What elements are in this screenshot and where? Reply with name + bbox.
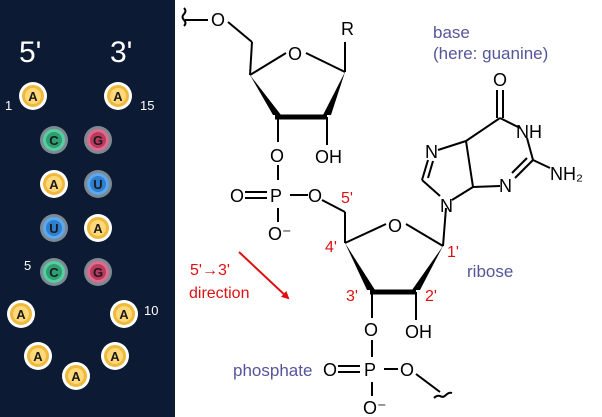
position-number-5: 5 (24, 258, 32, 273)
atom-o-double-upper: O (230, 186, 244, 206)
ribose-annotation: ribose (467, 262, 513, 281)
bond-c2-n3-b (511, 157, 528, 174)
atom-p-lower: P (364, 360, 376, 380)
base-annotation: base (433, 23, 470, 42)
atom-o-lower-ring: O (388, 216, 402, 236)
nucleotide-8: A (65, 365, 87, 387)
bond-n3-c4 (472, 185, 501, 188)
bond-o-squiggle-lower (415, 373, 441, 393)
bond-c5-c4 (465, 140, 474, 188)
nucleotide-11: G (87, 261, 109, 283)
nucleotide-15: A (107, 85, 129, 107)
atom-o-upper-ester: O (211, 10, 225, 30)
atom-o-upper-ring: O (288, 44, 302, 64)
wedge-bond-c1-c2-lower (412, 246, 443, 290)
phosphate-annotation: phosphate (233, 361, 312, 380)
bond-n1-c2 (526, 137, 534, 161)
base-annotation-detail: (here: guanine) (433, 44, 548, 63)
carbon-4-prime-label: 4' (325, 239, 337, 256)
atom-o-ester-upper: O (308, 186, 322, 206)
bond-c5-c6 (465, 117, 501, 142)
atom-nh: NH (516, 122, 542, 142)
bond-ch2-c4-upper (249, 41, 253, 76)
position-number-15: 15 (140, 98, 155, 113)
direction-arrow (238, 251, 290, 300)
atom-o-upper-linker: O (270, 146, 284, 166)
bond-c2-n3-a (514, 159, 534, 179)
bond-o-c5-lower (321, 199, 346, 213)
position-number-1: 1 (5, 98, 13, 113)
nucleotide-6: A (10, 303, 32, 325)
atom-nh2: NH₂ (550, 164, 583, 184)
carbon-1-prime-label: 1' (447, 244, 459, 261)
r-group-label: R (341, 19, 354, 39)
bond-o-c1-upper (305, 52, 346, 73)
bond-c6-n1 (499, 117, 521, 129)
bond-o-c1-lower (405, 223, 444, 247)
carbon-5-prime-label: 5' (341, 190, 353, 207)
nucleotide-12: A (87, 217, 109, 239)
direction-label-arrow: 5'→3' (190, 262, 230, 279)
atom-p-upper: P (270, 186, 282, 206)
atom-o-ester-lower: O (400, 360, 414, 380)
nucleotide-4: U (43, 217, 65, 239)
wedge-bond-c4-c3-lower (345, 243, 375, 290)
atom-o-minus-upper: O⁻ (268, 224, 292, 244)
three-prime-end-label: 3' (110, 36, 133, 69)
direction-label-word: direction (189, 285, 249, 302)
bond-o-ch2 (227, 21, 253, 43)
bond-c4-n9 (451, 186, 474, 201)
wedge-bond-c4-c3-upper (250, 75, 281, 115)
atom-n9: N (440, 196, 453, 216)
carbon-3-prime-label: 3' (346, 288, 358, 305)
bond-n7-c5 (437, 140, 467, 151)
atom-o-double-lower: O (323, 360, 337, 380)
atom-n7: N (425, 142, 438, 162)
bond-c4-o-lower (344, 223, 387, 244)
atom-o-carbonyl: O (493, 70, 507, 90)
nucleotide-2: C (43, 129, 65, 151)
bond-c4-o-upper (249, 52, 287, 76)
nucleotide-10: A (113, 303, 135, 325)
nucleotide-9: A (104, 345, 126, 367)
nucleotide-3: A (43, 173, 65, 195)
carbon-2-prime-label: 2' (425, 288, 437, 305)
bond-c8-n7-a (421, 159, 429, 181)
chain-break-squiggle (181, 7, 187, 27)
atom-oh-lower: OH (405, 322, 432, 342)
nucleotide-14: G (87, 129, 109, 151)
bond-n9-c8 (421, 179, 441, 197)
five-prime-end-label: 5' (19, 36, 42, 69)
atom-n3: N (499, 176, 512, 196)
atom-o-lower-linker: O (364, 320, 378, 340)
wedge-bond-c1-c2-upper (323, 72, 345, 115)
nucleotide-7: A (27, 345, 49, 367)
bond-c8-n7-b (427, 160, 434, 179)
bond-c1-n9 (442, 207, 447, 247)
nucleotide-1: A (22, 85, 44, 107)
nucleotide-5: C (43, 261, 65, 283)
atom-oh-upper: OH (315, 147, 342, 167)
rna-strand-panel: 5' 3' 1 15 5 10 A A C G A U U A C G A A … (0, 0, 175, 417)
atom-o-minus-lower: O⁻ (363, 398, 387, 417)
bond-c2-nh2 (532, 159, 551, 169)
nucleotide-13: U (87, 173, 109, 195)
position-number-10: 10 (144, 303, 159, 318)
chain-break-squiggle-lower (433, 391, 453, 399)
